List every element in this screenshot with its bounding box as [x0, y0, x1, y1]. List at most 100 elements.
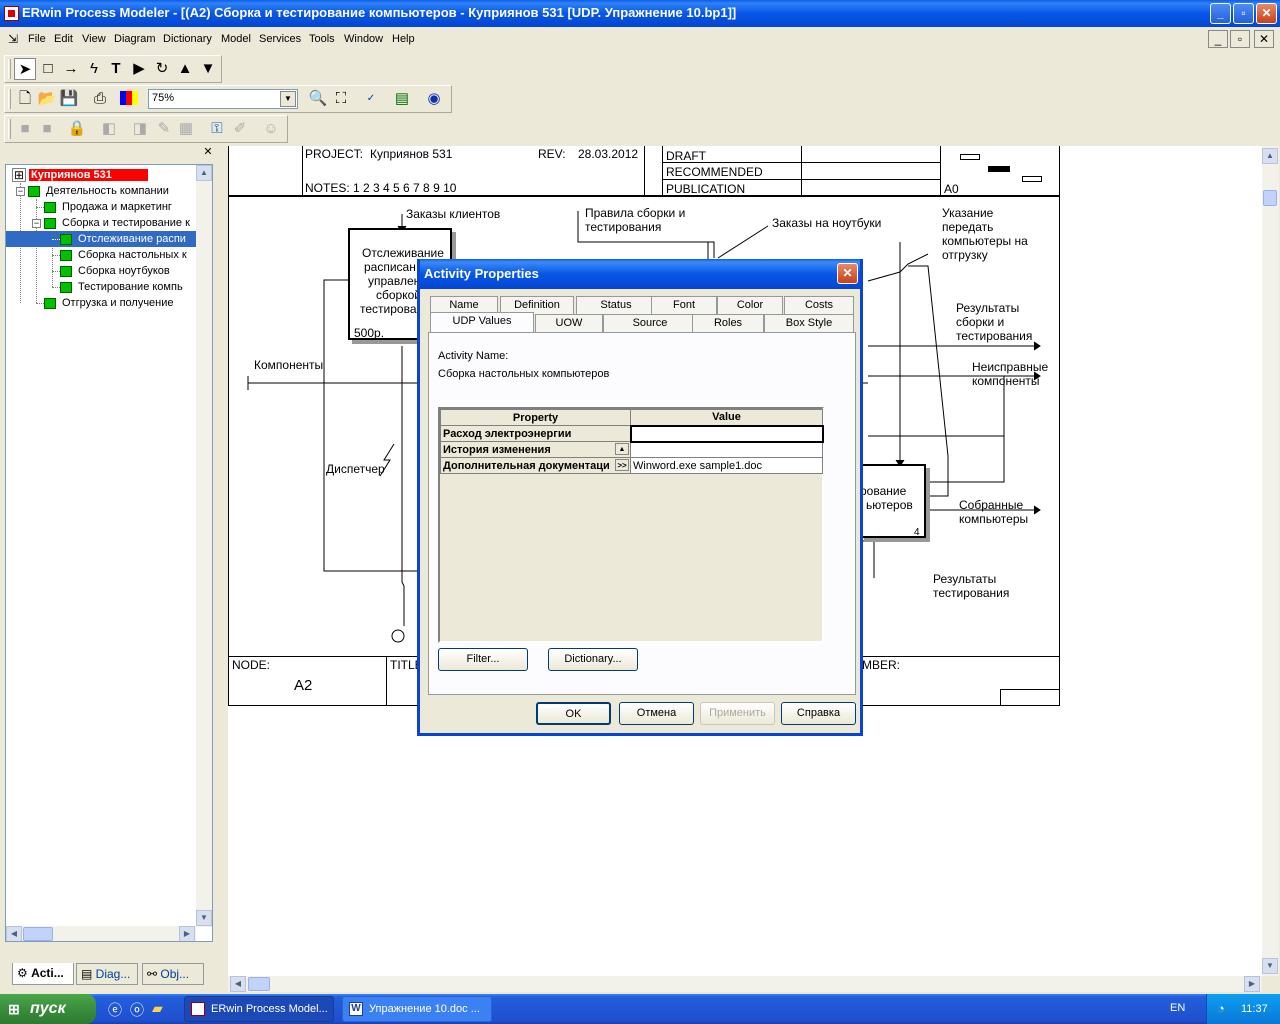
arrow-label-orders[interactable]: Заказы клиентов — [406, 207, 501, 221]
toolbar-grip[interactable] — [8, 59, 11, 79]
more-button-icon[interactable]: >> — [615, 459, 629, 471]
scroll-right-icon[interactable]: ▶ — [1244, 976, 1260, 992]
tab-diagrams[interactable]: ▤ Diag... — [76, 963, 138, 985]
ok-button[interactable]: OK — [536, 702, 611, 725]
menu-services[interactable]: Services — [259, 33, 302, 45]
taskbar-button-word[interactable]: W Упражнение 10.doc ... — [342, 996, 492, 1022]
mart-settings-icon[interactable]: ✐ — [233, 120, 247, 137]
tab-uow[interactable]: UOW — [535, 314, 603, 332]
dialog-titlebar[interactable]: Activity Properties ✕ — [420, 259, 860, 289]
go-up-icon[interactable]: ▲ — [177, 60, 193, 77]
tab-activities[interactable]: ⚙ Acti... — [12, 963, 74, 985]
tab-name[interactable]: Name — [430, 296, 498, 314]
pointer-tool-icon[interactable]: ➤ — [14, 58, 36, 80]
arrow-tool-icon[interactable]: → — [63, 60, 79, 77]
zoom-dropdown-icon[interactable]: ▼ — [280, 91, 296, 107]
tab-udp-values[interactable]: UDP Values — [430, 312, 534, 332]
tree-item[interactable]: Отгрузка и получение — [36, 295, 176, 311]
mart-save-icon[interactable]: ■ — [42, 120, 52, 137]
mart-edit-icon[interactable]: ✎ — [157, 120, 171, 137]
mart-icon[interactable]: ◧ — [101, 120, 117, 137]
spellcheck-icon[interactable]: ✓ — [366, 93, 376, 104]
ie-icon[interactable]: ⓔ — [108, 1002, 122, 1018]
help-button[interactable]: Справка — [781, 702, 856, 725]
new-file-icon[interactable]: 🗋 — [18, 90, 32, 107]
toolbar-grip[interactable] — [8, 119, 11, 139]
grid-header-property[interactable]: Property — [440, 409, 631, 426]
grid-header-value[interactable]: Value — [630, 409, 823, 426]
zoom-in-icon[interactable]: 🔍 — [308, 90, 328, 107]
menu-edit[interactable]: Edit — [54, 33, 73, 45]
tree-vertical-scrollbar[interactable]: ▲ ▼ — [196, 165, 212, 927]
canvas-horizontal-scrollbar[interactable]: ◀ ▶ — [228, 976, 1262, 992]
tab-costs[interactable]: Costs — [784, 296, 854, 314]
navigator-icon[interactable]: ◉ — [427, 90, 441, 107]
start-button[interactable]: ⊞ пуск — [0, 994, 96, 1024]
tab-box-style[interactable]: Box Style — [764, 314, 854, 332]
scroll-down-icon[interactable]: ▼ — [196, 910, 212, 926]
go-down-icon[interactable]: ▶ — [133, 60, 145, 77]
model-explorer-icon[interactable]: ▤ — [394, 90, 410, 107]
collapse-icon[interactable]: − — [16, 185, 25, 196]
minimize-button[interactable]: _ — [1210, 3, 1231, 24]
scroll-left-icon[interactable]: ◀ — [230, 976, 246, 992]
network-icon[interactable]: ◔ — [1217, 1001, 1225, 1016]
arrow-label-instruction[interactable]: Указание передать компьютеры на отгрузку — [942, 206, 1028, 262]
print-icon[interactable]: ⎙ — [93, 90, 106, 107]
arrow-up-icon[interactable]: ▲ — [615, 443, 629, 455]
taskbar-button-erwin[interactable]: ERwin Process Model... — [184, 996, 334, 1022]
arrow-label-dispatcher[interactable]: Диспетчер — [326, 462, 385, 476]
menu-help[interactable]: Help — [392, 33, 415, 45]
color-palette-icon[interactable] — [120, 91, 138, 107]
tree-item[interactable]: Продажа и маркетинг — [36, 199, 174, 215]
users-icon[interactable]: ⚿ — [211, 120, 223, 137]
arrow-label-test-results[interactable]: Результаты тестирования — [933, 572, 1010, 600]
arrow-label-results[interactable]: Результаты сборки и тестирования — [956, 301, 1033, 343]
lock-icon[interactable]: 🔒 — [67, 120, 87, 137]
scroll-down-icon[interactable]: ▼ — [1262, 958, 1278, 974]
tab-status[interactable]: Status — [576, 296, 656, 314]
scroll-up-icon[interactable]: ▲ — [1262, 148, 1278, 164]
window-titlebar[interactable]: ERwin Process Modeler - [(A2) Сборка и т… — [0, 0, 1280, 27]
pane-close-icon[interactable]: ✕ — [203, 146, 213, 158]
tab-roles[interactable]: Roles — [692, 314, 764, 332]
maximize-button[interactable]: ▫ — [1233, 3, 1254, 24]
tab-definition[interactable]: Definition — [500, 296, 574, 314]
outlook-icon[interactable]: ⓞ — [130, 1002, 144, 1018]
udp-grid[interactable]: Property Value Расход электроэнергии Ист… — [438, 407, 824, 643]
tab-source[interactable]: Source — [603, 314, 697, 332]
tree-item[interactable]: Тестирование компь — [52, 279, 185, 295]
menu-file[interactable]: File — [28, 33, 46, 45]
tree-root[interactable]: ⊞Куприянов 531 — [12, 167, 148, 183]
save-icon[interactable]: 💾 — [59, 90, 79, 107]
doc-icon[interactable]: ⇲ — [8, 32, 19, 46]
text-tool-icon[interactable]: T — [111, 60, 121, 77]
arrow-label-laptop-orders[interactable]: Заказы на ноутбуки — [772, 216, 882, 230]
canvas-vertical-scrollbar[interactable]: ▲ ▼ — [1262, 146, 1279, 976]
tree-item[interactable]: −Деятельность компании — [16, 185, 169, 197]
rotate-icon[interactable]: ↻ — [155, 60, 169, 77]
menu-window[interactable]: Window — [344, 33, 384, 45]
dialog-close-button[interactable]: ✕ — [837, 263, 858, 284]
arrow-label-assembled[interactable]: Собранные компьютеры — [959, 498, 1029, 526]
squiggle-tool-icon[interactable]: ϟ — [90, 60, 98, 77]
arrow-label-components[interactable]: Компоненты — [254, 358, 324, 372]
tree-item[interactable]: −Сборка и тестирование к — [32, 217, 190, 229]
toolbar-grip[interactable] — [8, 89, 11, 109]
arrow-label-faulty[interactable]: Неисправные компоненты — [972, 360, 1049, 388]
scroll-up-icon[interactable]: ▲ — [196, 165, 212, 181]
apply-button[interactable]: Применить — [700, 702, 775, 725]
mart-grid-icon[interactable]: ▦ — [178, 120, 194, 137]
menu-tools[interactable]: Tools — [309, 33, 335, 45]
zoom-combobox[interactable]: 75% ▼ — [148, 89, 298, 109]
mdi-minimize-button[interactable]: _ — [1208, 30, 1228, 48]
menu-view[interactable]: View — [82, 33, 106, 45]
scroll-left-icon[interactable]: ◀ — [6, 926, 22, 941]
tree-horizontal-scrollbar[interactable]: ◀ ▶ — [6, 926, 196, 941]
mdi-close-button[interactable]: ✕ — [1254, 30, 1274, 48]
close-button[interactable]: ✕ — [1256, 3, 1277, 24]
scroll-thumb[interactable] — [248, 977, 270, 991]
tab-color[interactable]: Color — [717, 296, 783, 314]
tree-item[interactable]: Сборка ноутбуков — [52, 263, 172, 279]
tree-item-selected[interactable]: Отслеживание распи — [52, 231, 188, 247]
